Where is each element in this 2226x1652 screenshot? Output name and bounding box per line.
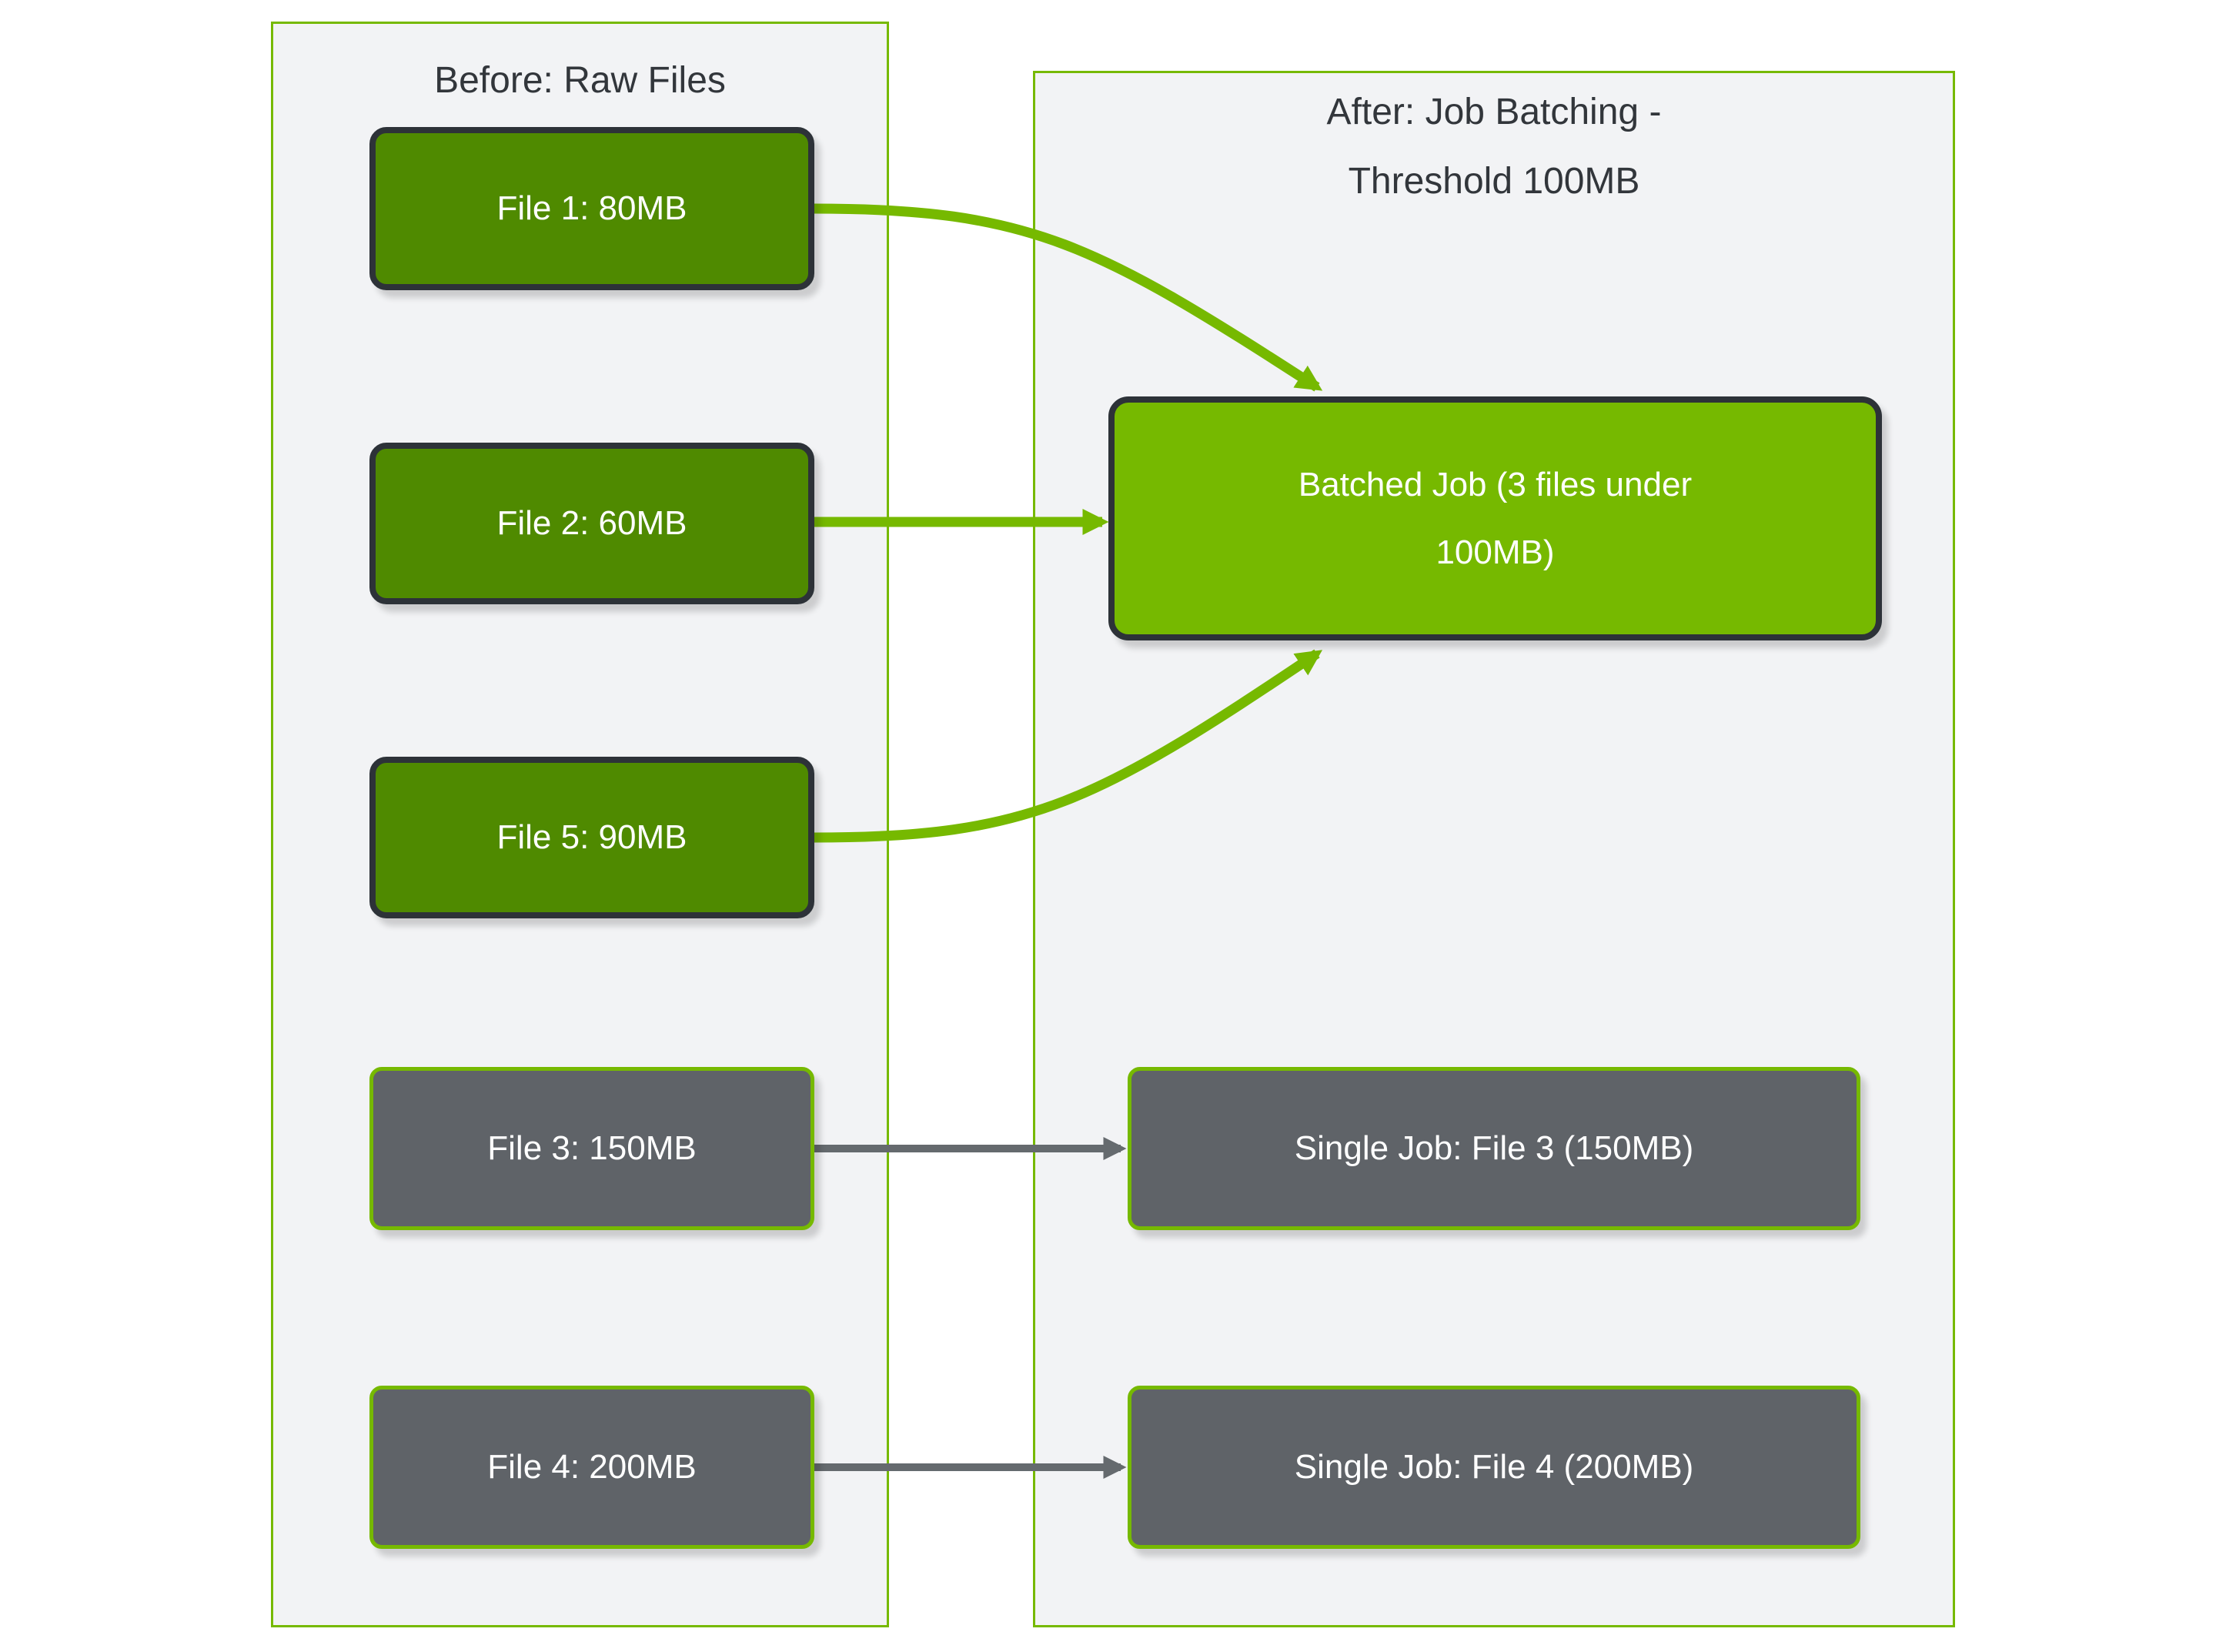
node-file-4: File 4: 200MB	[369, 1386, 814, 1549]
node-file-4-label: File 4: 200MB	[487, 1448, 697, 1486]
node-file-5-label: File 5: 90MB	[496, 818, 687, 856]
node-single-job-file-3: Single Job: File 3 (150MB)	[1128, 1067, 1860, 1230]
node-file-3-label: File 3: 150MB	[487, 1129, 697, 1167]
after-panel-title-line1: After: Job Batching -	[1326, 92, 1662, 132]
after-panel: After: Job Batching - Threshold 100MB	[1033, 71, 1955, 1627]
node-file-5: File 5: 90MB	[369, 757, 814, 918]
node-file-2: File 2: 60MB	[369, 443, 814, 604]
node-file-1: File 1: 80MB	[369, 127, 814, 290]
node-single-job-file-4-label: Single Job: File 4 (200MB)	[1294, 1448, 1694, 1486]
node-batched-job: Batched Job (3 files under 100MB)	[1108, 396, 1882, 640]
after-panel-title: After: Job Batching - Threshold 100MB	[1035, 78, 1953, 216]
after-panel-title-line2: Threshold 100MB	[1348, 161, 1640, 202]
node-file-2-label: File 2: 60MB	[496, 504, 687, 542]
before-panel-title: Before: Raw Files	[434, 60, 726, 101]
node-single-job-file-4: Single Job: File 4 (200MB)	[1128, 1386, 1860, 1549]
node-single-job-file-3-label: Single Job: File 3 (150MB)	[1294, 1129, 1694, 1167]
node-file-1-label: File 1: 80MB	[496, 189, 687, 227]
node-file-3: File 3: 150MB	[369, 1067, 814, 1230]
node-batched-job-label-line1: Batched Job (3 files under	[1298, 465, 1693, 503]
node-batched-job-label-line2: 100MB)	[1436, 533, 1555, 571]
